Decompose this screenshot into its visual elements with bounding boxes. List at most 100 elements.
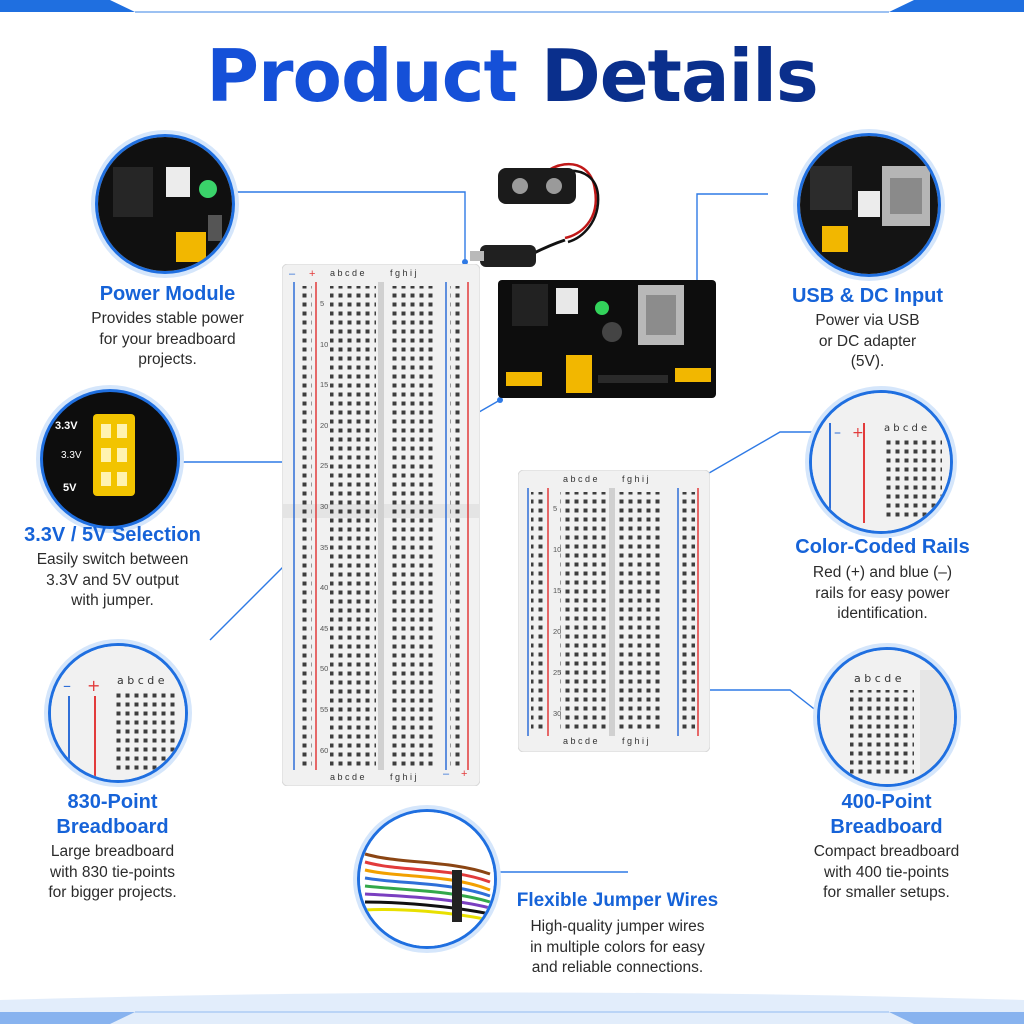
jumper-wires-image xyxy=(360,812,494,946)
desc-line: with 830 tie-points xyxy=(50,863,175,881)
row-number: 5 xyxy=(320,299,325,308)
bb400-closeup-image: a b c d e xyxy=(820,650,954,784)
row-number: 55 xyxy=(320,704,329,714)
usb-dc-closeup-image xyxy=(800,136,938,274)
row-number: 30 xyxy=(553,709,562,718)
jumper-wires-circle xyxy=(360,812,494,946)
power-module-circle xyxy=(98,137,232,271)
heading-line: Breadboard xyxy=(830,816,943,838)
bb830-minus-bottom: – xyxy=(443,768,450,780)
row-number: 15 xyxy=(553,586,562,595)
bb400-circle: a b c d e xyxy=(820,650,954,784)
desc-line: or DC adapter xyxy=(818,332,917,350)
row-number: 30 xyxy=(320,501,329,511)
desc-line: for bigger projects. xyxy=(48,884,177,901)
bb830-circle: – + a b c d e xyxy=(51,646,185,780)
desc-line: with jumper. xyxy=(71,592,154,609)
row-number: 10 xyxy=(553,545,562,554)
row-number: 40 xyxy=(320,583,329,593)
power-module-heading: Power Module xyxy=(99,283,236,305)
voltage-selection-heading: 3.3V / 5V Selection xyxy=(24,524,201,546)
color-rails-heading: Color-Coded Rails xyxy=(795,536,970,558)
bb830-plus-top: + xyxy=(309,268,316,280)
desc-line: identification. xyxy=(837,605,928,622)
usb-dc-circle xyxy=(800,136,938,274)
bb830-cols-bottom-left: a b c d e xyxy=(330,772,365,782)
bb400-row-number-labels: 5 10 15 20 25 30 xyxy=(553,488,565,734)
desc-line: (5V). xyxy=(850,353,885,370)
breadboard-830-image xyxy=(282,264,480,786)
bb400-description: Compact breadboard with 400 tie-points f… xyxy=(774,842,999,904)
svg-text:–: – xyxy=(63,676,71,695)
desc-line: 3.3V and 5V output xyxy=(46,571,179,589)
desc-line: Easily switch between xyxy=(36,551,189,568)
desc-line: with 400 tie-points xyxy=(824,863,949,881)
title-part-2: Details xyxy=(540,34,819,118)
svg-text:a b c d e: a b c d e xyxy=(854,672,902,685)
color-rails-circle: – + a b c d e xyxy=(812,393,950,531)
breadboard-400-image xyxy=(518,470,710,752)
bb400-heading: 400-Point Breadboard xyxy=(774,790,999,840)
svg-text:+: + xyxy=(852,425,864,441)
desc-line: Compact breadboard xyxy=(813,843,960,860)
color-rails-closeup-image: – + a b c d e xyxy=(812,393,950,531)
bb830-description: Large breadboard with 830 tie-points for… xyxy=(0,842,225,904)
voltage-selection-circle: 3.3V 3.3V 5V xyxy=(43,392,177,526)
power-module-description: Provides stable power for your breadboar… xyxy=(55,309,280,371)
heading-line: 400-Point xyxy=(841,791,932,813)
voltage-selection-description: Easily switch between 3.3V and 5V output… xyxy=(0,550,225,612)
voltage-label-3v3-top: 3.3V xyxy=(55,420,78,432)
color-rails-description: Red (+) and blue (–) rails for easy powe… xyxy=(770,563,995,625)
row-number: 5 xyxy=(553,504,558,513)
bb830-heading: 830-Point Breadboard xyxy=(0,790,225,840)
row-number: 35 xyxy=(320,542,329,552)
svg-text:+: + xyxy=(87,676,100,695)
power-module-image xyxy=(470,162,716,398)
row-number: 45 xyxy=(320,623,329,633)
desc-line: Provides stable power xyxy=(91,310,244,327)
desc-line: High-quality jumper wires xyxy=(530,918,705,935)
desc-line: in multiple colors for easy xyxy=(530,938,705,956)
page-title: Product Details xyxy=(0,40,1024,112)
desc-line: projects. xyxy=(138,351,197,368)
desc-line: for smaller setups. xyxy=(823,884,950,901)
row-number: 25 xyxy=(553,668,562,677)
bb400-cols-bottom-right: f g h i j xyxy=(622,736,649,746)
svg-text:a b c d e: a b c d e xyxy=(884,423,927,434)
usb-dc-heading: USB & DC Input xyxy=(791,285,944,307)
desc-line: and reliable connections. xyxy=(531,959,704,976)
row-number: 20 xyxy=(553,627,562,636)
bb830-cols-top-right: f g h i j xyxy=(390,268,417,278)
desc-line: for your breadboard xyxy=(99,330,236,348)
bb830-cols-bottom-right: f g h i j xyxy=(390,772,417,782)
desc-line: Power via USB xyxy=(815,312,920,329)
bb400-cols-top-left: a b c d e xyxy=(563,474,598,484)
row-number: 50 xyxy=(320,664,329,674)
voltage-label-5v: 5V xyxy=(63,482,77,494)
row-number: 60 xyxy=(320,745,329,755)
row-number: 10 xyxy=(320,339,329,349)
jumper-wires-heading: Flexible Jumper Wires xyxy=(516,890,719,911)
jumper-header-icon xyxy=(93,414,135,496)
title-part-1: Product xyxy=(206,34,541,118)
usb-dc-description: Power via USB or DC adapter (5V). xyxy=(755,311,980,373)
bb830-plus-bottom: + xyxy=(461,768,468,780)
desc-line: Large breadboard xyxy=(50,843,175,860)
heading-line: Breadboard xyxy=(56,816,169,838)
svg-text:–: – xyxy=(834,425,841,441)
bb830-row-number-labels: 5 10 15 20 25 30 35 40 45 50 55 60 xyxy=(320,284,332,771)
row-number: 20 xyxy=(320,420,329,430)
jumper-wires-description: High-quality jumper wires in multiple co… xyxy=(505,917,730,979)
row-number: 25 xyxy=(320,461,329,471)
desc-line: Red (+) and blue (–) xyxy=(812,564,953,581)
bb400-cols-top-right: f g h i j xyxy=(622,474,649,484)
bb830-minus-top: – xyxy=(289,268,296,280)
heading-line: 830-Point xyxy=(67,791,158,813)
svg-text:a b c d e: a b c d e xyxy=(117,674,165,687)
row-number: 15 xyxy=(320,380,329,390)
power-module-closeup-image xyxy=(98,137,232,271)
desc-line: rails for easy power xyxy=(815,584,950,602)
bb830-cols-top-left: a b c d e xyxy=(330,268,365,278)
bb830-closeup-image: – + a b c d e xyxy=(51,646,185,780)
